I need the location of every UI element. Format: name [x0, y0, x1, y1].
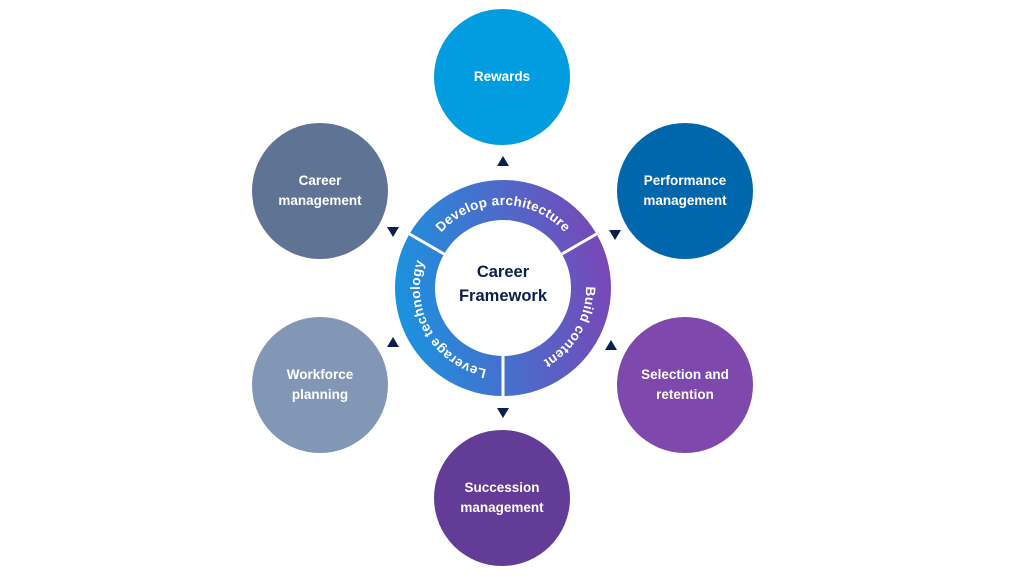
- ring-separator: [408, 232, 445, 256]
- node-rewards-label: Rewards: [473, 69, 531, 84]
- node-performance-management: Performance management: [617, 123, 753, 259]
- arrow-down-icon: [497, 408, 509, 418]
- node-workforce-planning: Workforce planning: [252, 317, 388, 453]
- node-succession-label-1: Succession: [464, 480, 540, 495]
- center-title-line2: Framework: [458, 287, 548, 305]
- node-succession-management: Succession management: [434, 430, 570, 566]
- arrow-down-icon: [609, 230, 621, 240]
- arrow-up-icon: [387, 337, 399, 347]
- ring-band: [394, 180, 611, 396]
- arrow-up-icon: [605, 340, 617, 350]
- node-succession-label-2: management: [460, 500, 544, 515]
- arrow-up-icon: [497, 156, 509, 166]
- node-workforce-label-1: Workforce: [286, 367, 354, 382]
- center-title-line1: Career: [476, 263, 530, 281]
- node-career-label-2: management: [278, 193, 362, 208]
- node-selection-label-1: Selection and: [641, 367, 729, 382]
- node-selection-retention: Selection and retention: [617, 317, 753, 453]
- center-title: Career Framework: [435, 260, 571, 308]
- ring-separator: [561, 232, 598, 256]
- node-career-management: Career management: [252, 123, 388, 259]
- node-rewards: Rewards: [434, 9, 570, 145]
- node-career-label-1: Career: [298, 173, 342, 188]
- arrow-down-icon: [387, 227, 399, 237]
- node-performance-label-2: management: [643, 193, 727, 208]
- node-performance-label-1: Performance: [643, 173, 727, 188]
- node-selection-label-2: retention: [656, 387, 714, 402]
- node-workforce-label-2: planning: [291, 387, 349, 402]
